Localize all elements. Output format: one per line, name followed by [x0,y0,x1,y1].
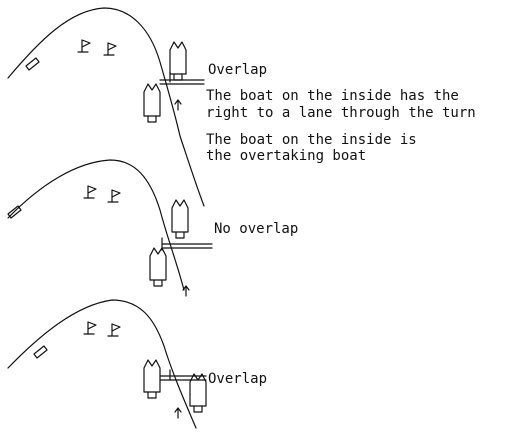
overlap-line [159,375,207,381]
mark-flag-icon [83,185,97,199]
panel-3 [7,299,207,429]
panel-2 [7,159,213,297]
direction-arrow-icon [182,285,190,297]
boat-icon [171,199,189,239]
direction-arrow-icon [174,99,182,111]
overlap-label: Overlap [208,371,267,387]
note-line: right to a lane through the turn [206,105,476,121]
no-overlap-line [161,243,213,249]
note-line: The boat on the inside is [206,132,417,148]
mark-flag-icon [107,189,121,203]
panel-1 [7,7,205,207]
overlap-label: Overlap [208,62,267,78]
boat-icon [149,247,167,287]
direction-arrow-icon [174,407,182,419]
course-curve [7,299,197,429]
no-overlap-label: No overlap [214,221,298,237]
boat-icon [143,359,161,399]
mark-flag-icon [83,321,97,335]
boat-icon [169,41,187,81]
boat-icon [189,373,207,413]
direction-arrow-icon [25,57,40,71]
mark-flag-icon [77,39,91,53]
mark-flag-icon [107,323,121,337]
note-line: The boat on the inside has the [206,88,459,104]
course-curve [7,159,185,291]
mark-flag-icon [103,42,117,56]
boat-icon [143,83,161,123]
direction-arrow-icon [33,345,48,359]
overlap-line [159,79,205,85]
direction-arrow-icon [7,205,22,219]
course-curve [7,7,205,207]
note-line: the overtaking boat [206,148,366,164]
